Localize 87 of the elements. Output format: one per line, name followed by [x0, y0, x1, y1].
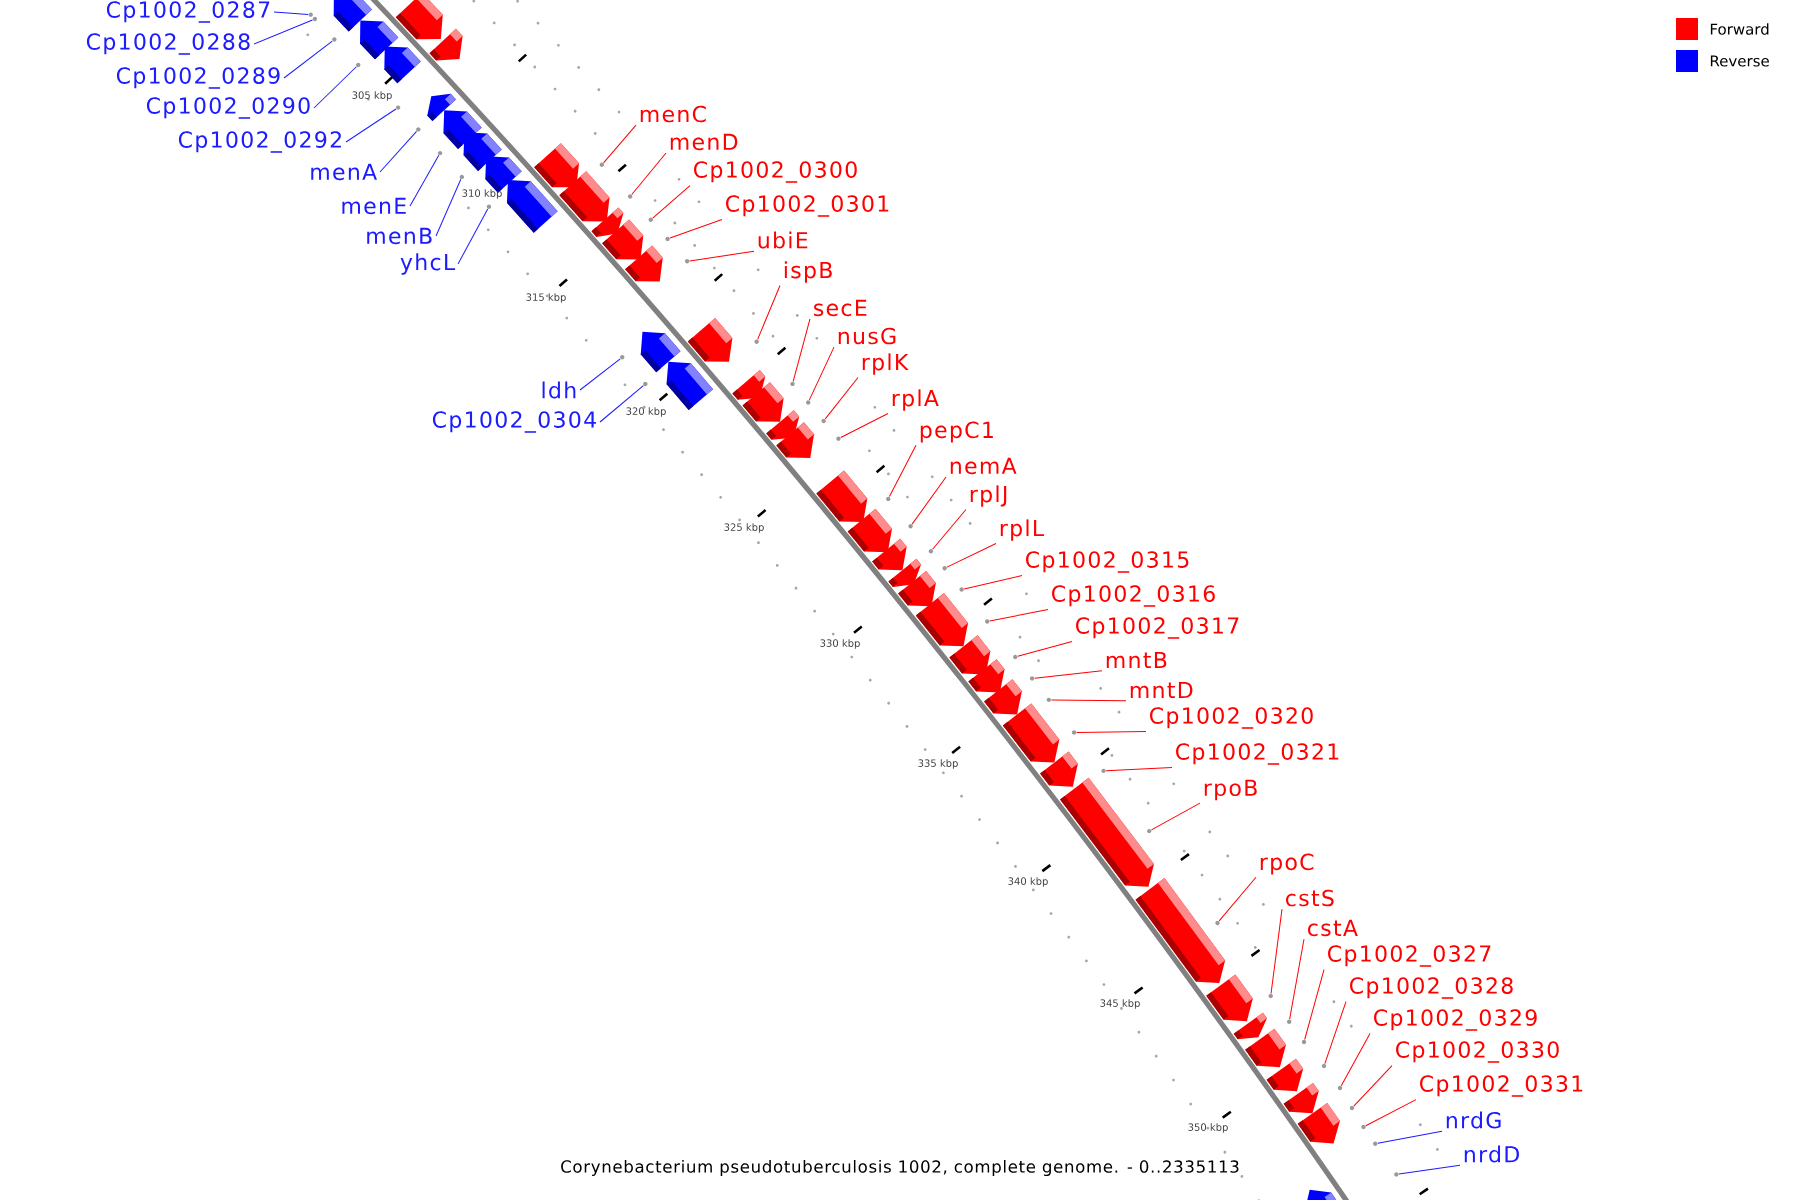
leader-line — [1353, 1065, 1393, 1107]
gene-label: Cp1002_0300 — [694, 161, 857, 183]
gene-label: cstA — [1308, 919, 1358, 937]
gene-label: rplA — [892, 389, 939, 411]
gene-label: menE — [342, 197, 406, 215]
gene-label: ubiE — [758, 231, 808, 249]
gene-label: Cp1002_0329 — [1374, 1009, 1537, 1031]
leader-line — [379, 130, 418, 173]
leader-line — [1076, 731, 1147, 733]
leader-line — [345, 108, 397, 143]
gene-label: yhcL — [400, 253, 456, 275]
leader-line — [631, 152, 667, 196]
leader-line — [599, 385, 644, 423]
gene-label: Cp1002_0327 — [1328, 945, 1491, 967]
gene-label: nemA — [950, 457, 1017, 475]
leader-line — [1365, 1099, 1417, 1127]
leader-line — [1105, 767, 1173, 772]
leader-line — [946, 542, 997, 568]
leader-line — [253, 19, 313, 45]
gene-label: menD — [670, 133, 738, 151]
leader-line — [808, 346, 835, 401]
leader-line — [1377, 1130, 1443, 1144]
caption: Corynebacterium pseudotuberculosis 1002, complete genome. - 0..2335113 — [561, 1160, 1239, 1177]
gene-label: Cp1002_0292 — [178, 131, 341, 153]
gene-label: cstS — [1286, 889, 1334, 907]
gene-label: rplL — [1000, 519, 1044, 541]
gene-label: rplK — [862, 353, 909, 375]
gene-label: menB — [367, 227, 432, 245]
gene-label: Cp1002_0330 — [1396, 1041, 1559, 1063]
leader-line — [1017, 641, 1073, 657]
gene-label: Cp1002_0301 — [726, 195, 889, 217]
gene-label: menA — [311, 163, 377, 181]
leader-line — [669, 219, 723, 239]
leader-line — [792, 318, 811, 382]
gene-label: Cp1002_0289 — [116, 67, 280, 89]
leader-line — [1324, 1001, 1347, 1065]
gene-label: mntD — [1130, 682, 1193, 699]
leader-line — [603, 124, 637, 164]
gene-label: Cp1002_0328 — [1350, 977, 1513, 999]
gene-label: pepC1 — [920, 421, 993, 443]
leader-line — [1050, 699, 1127, 702]
gene-label: secE — [814, 299, 867, 317]
gene-label: Cp1002_0317 — [1076, 617, 1239, 639]
gene-label: mntB — [1106, 652, 1167, 669]
gene-label: nrdG — [1446, 1111, 1501, 1129]
leader-line — [840, 412, 889, 438]
gene-label: Cp1002_0288 — [86, 33, 250, 55]
gene-label: rpoB — [1204, 779, 1257, 801]
gene-label: Cp1002_0304 — [432, 411, 596, 433]
leader-line — [757, 284, 781, 340]
leader-line — [313, 66, 357, 109]
leader-line — [1034, 670, 1103, 679]
gene-label: Cp1002_0320 — [1150, 707, 1313, 729]
gene-label: rplJ — [970, 485, 1007, 507]
leader-line — [1289, 938, 1305, 1020]
leader-line — [963, 575, 1023, 590]
leader-line — [1218, 876, 1257, 922]
leader-line — [911, 476, 947, 525]
gene-label: Cp1002_0331 — [1420, 1075, 1583, 1097]
leader-line — [273, 11, 309, 15]
gene-label: nrdD — [1464, 1145, 1519, 1163]
gene-label: Cp1002_0315 — [1026, 551, 1189, 573]
leader-line — [652, 185, 691, 219]
gene-label: rpoC — [1260, 853, 1314, 875]
leader-line — [932, 508, 967, 550]
leader-line — [1304, 969, 1325, 1040]
leader-line — [1340, 1033, 1371, 1087]
leader-line — [1398, 1164, 1461, 1175]
leader-line — [457, 208, 489, 265]
leader-line — [1151, 802, 1201, 831]
leader-line — [283, 40, 333, 79]
gene-label: ispB — [784, 261, 832, 283]
gene-label: Cp1002_0290 — [146, 97, 310, 119]
leader-line — [824, 376, 859, 420]
leader-line — [435, 178, 462, 237]
leader-line — [579, 358, 621, 391]
leader-line — [989, 609, 1049, 622]
gene-label: Cp1002_0287 — [106, 1, 270, 23]
gene-label: Cp1002_0321 — [1176, 743, 1339, 765]
leader-line — [409, 154, 440, 207]
gene-label: nusG — [838, 327, 896, 345]
gene-label: Cp1002_0316 — [1052, 585, 1215, 607]
gene-label: ldh — [542, 381, 576, 399]
leader-line — [888, 444, 917, 498]
gene-label: menC — [640, 105, 706, 123]
leader-line — [1270, 908, 1283, 994]
leader-line — [689, 250, 755, 262]
